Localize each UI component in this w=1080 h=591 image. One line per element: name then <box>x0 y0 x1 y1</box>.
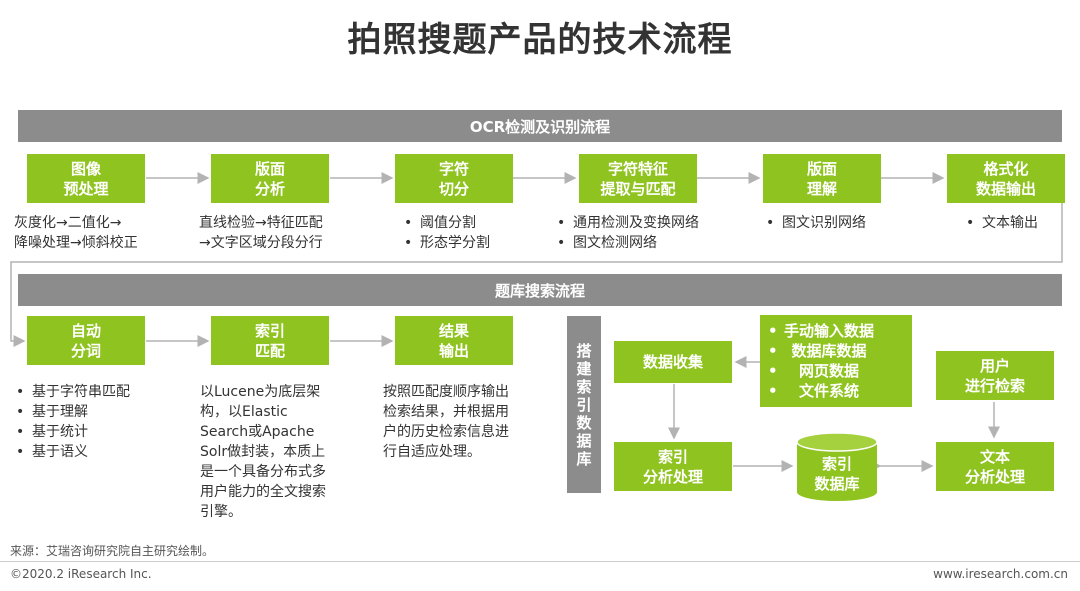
ocr-step-bullets: 通用检测及变换网络 图文检测网络 <box>551 213 741 253</box>
bullet-item: 基于字符串匹配 <box>10 382 180 402</box>
desc-line: 降噪处理→倾斜校正 <box>14 235 138 251</box>
bullet-item: 图文检测网络 <box>551 233 741 253</box>
ocr-step-box: 字符特征 提取与匹配 <box>579 154 697 203</box>
bullet-item: 阈值分割 <box>398 213 548 233</box>
desc-line: 引擎。 <box>200 504 242 520</box>
user-search-line2: 进行检索 <box>964 376 1025 395</box>
search-step-bullets: 基于字符串匹配 基于理解 基于统计 基于语义 <box>10 382 180 462</box>
ocr-step-box: 版面 分析 <box>211 154 329 203</box>
ocr-step-line1: 版面 <box>254 159 285 178</box>
source-item: 数据库数据 <box>760 341 874 361</box>
ocr-banner: OCR检测及识别流程 <box>18 110 1062 142</box>
ocr-step-line1: 图像 <box>70 159 101 178</box>
desc-line: 检索结果，并根据用 <box>383 404 509 420</box>
bullet-item: 形态学分割 <box>398 233 548 253</box>
source-item: 文件系统 <box>760 381 874 401</box>
ocr-step-line2: 预处理 <box>63 179 109 198</box>
website-link[interactable]: www.iresearch.com.cn <box>933 567 1068 581</box>
bullet-item: 通用检测及变换网络 <box>551 213 741 233</box>
ocr-step-line2: 理解 <box>806 179 837 198</box>
desc-line: 灰度化→二值化→ <box>14 215 122 231</box>
desc-line: →文字区域分段分行 <box>199 235 323 251</box>
copyright: ©2020.2 iResearch Inc. <box>10 567 152 581</box>
data-collect-box: 数据收集 <box>614 341 732 383</box>
text-process-line1: 文本 <box>979 447 1010 466</box>
bullet-item: 文本输出 <box>960 213 1070 233</box>
arrow-wrap <box>10 200 1063 347</box>
ocr-step-box: 字符 切分 <box>395 154 513 203</box>
data-sources-list: 手动输入数据 数据库数据 网页数据 文件系统 <box>760 321 874 401</box>
search-step-line1: 索引 <box>254 321 285 340</box>
footer-divider <box>0 561 1080 562</box>
ocr-step-bullets: 阈值分割 形态学分割 <box>398 213 548 253</box>
desc-line: 行自适应处理。 <box>383 444 481 460</box>
desc-line: 是一个具备分布式多 <box>200 464 326 480</box>
index-process-line2: 分析处理 <box>642 467 703 486</box>
source-item: 网页数据 <box>760 361 874 381</box>
bullet-item: 基于理解 <box>10 402 180 422</box>
search-step-line2: 输出 <box>438 341 469 360</box>
page-title: 拍照搜题产品的技术流程 <box>347 20 733 60</box>
desc-line: Solr做封装，本质上 <box>200 444 326 460</box>
ocr-step-line1: 字符 <box>438 159 469 178</box>
desc-line: 以Lucene为底层架 <box>200 384 321 400</box>
search-step-line1: 结果 <box>438 321 469 340</box>
index-db-cylinder: 索引 数据库 <box>796 432 878 502</box>
search-step-desc: 按照匹配度顺序输出 检索结果，并根据用 户的历史检索信息进 行自适应处理。 <box>383 382 543 462</box>
index-process-line1: 索引 <box>657 447 688 466</box>
search-step-box: 索引 匹配 <box>211 316 329 365</box>
index-db-line2: 数据库 <box>814 475 860 493</box>
bullet-item: 基于统计 <box>10 422 180 442</box>
index-process-box: 索引 分析处理 <box>614 442 732 491</box>
desc-line: 直线检验→特征匹配 <box>199 215 323 231</box>
ocr-step-line1: 字符特征 <box>607 159 668 178</box>
index-build-label: 搭建索引数据库 <box>576 341 592 468</box>
source-item: 手动输入数据 <box>760 321 874 341</box>
ocr-step-line1: 版面 <box>806 159 837 178</box>
user-search-box: 用户 进行检索 <box>936 351 1054 400</box>
search-step-line1: 自动 <box>70 321 101 340</box>
search-step-line2: 匹配 <box>254 341 285 360</box>
search-step-desc: 以Lucene为底层架 构，以Elastic Search或Apache Sol… <box>200 382 360 522</box>
ocr-step-line2: 切分 <box>438 179 469 198</box>
ocr-step-line2: 数据输出 <box>975 179 1036 198</box>
bullet-item: 基于语义 <box>10 442 180 462</box>
ocr-step-box: 版面 理解 <box>763 154 881 203</box>
desc-line: 按照匹配度顺序输出 <box>383 384 509 400</box>
ocr-step-box: 图像 预处理 <box>27 154 145 203</box>
ocr-step-line1: 格式化 <box>983 159 1029 178</box>
search-banner: 题库搜索流程 <box>18 274 1062 306</box>
ocr-step-line2: 分析 <box>254 179 285 198</box>
ocr-step-desc: 直线检验→特征匹配 →文字区域分段分行 <box>199 213 379 253</box>
text-process-box: 文本 分析处理 <box>936 442 1054 491</box>
ocr-step-box: 格式化 数据输出 <box>947 154 1065 203</box>
desc-line: 户的历史检索信息进 <box>383 424 509 440</box>
ocr-step-bullets: 图文识别网络 <box>760 213 910 233</box>
data-collect-label: 数据收集 <box>642 353 703 371</box>
desc-line: 构，以Elastic <box>200 404 288 420</box>
bullet-item: 图文识别网络 <box>760 213 910 233</box>
ocr-step-bullets: 文本输出 <box>960 213 1070 233</box>
search-step-line2: 分词 <box>70 341 101 360</box>
user-search-line1: 用户 <box>979 356 1010 375</box>
index-build-bar: 搭建索引数据库 <box>567 316 601 493</box>
database-icon <box>796 432 878 501</box>
data-sources-box: 手动输入数据 数据库数据 网页数据 文件系统 <box>760 315 912 407</box>
search-step-box: 自动 分词 <box>27 316 145 365</box>
text-process-line2: 分析处理 <box>964 467 1025 486</box>
source-note: 来源：艾瑞咨询研究院自主研究绘制。 <box>10 544 215 558</box>
ocr-step-desc: 灰度化→二值化→ 降噪处理→倾斜校正 <box>14 213 194 253</box>
index-db-label: 索引 数据库 <box>796 452 878 496</box>
desc-line: Search或Apache <box>200 424 315 440</box>
search-step-box: 结果 输出 <box>395 316 513 365</box>
index-db-line1: 索引 <box>821 455 852 473</box>
desc-line: 用户能力的全文搜索 <box>200 484 326 500</box>
ocr-step-line2: 提取与匹配 <box>600 179 676 198</box>
